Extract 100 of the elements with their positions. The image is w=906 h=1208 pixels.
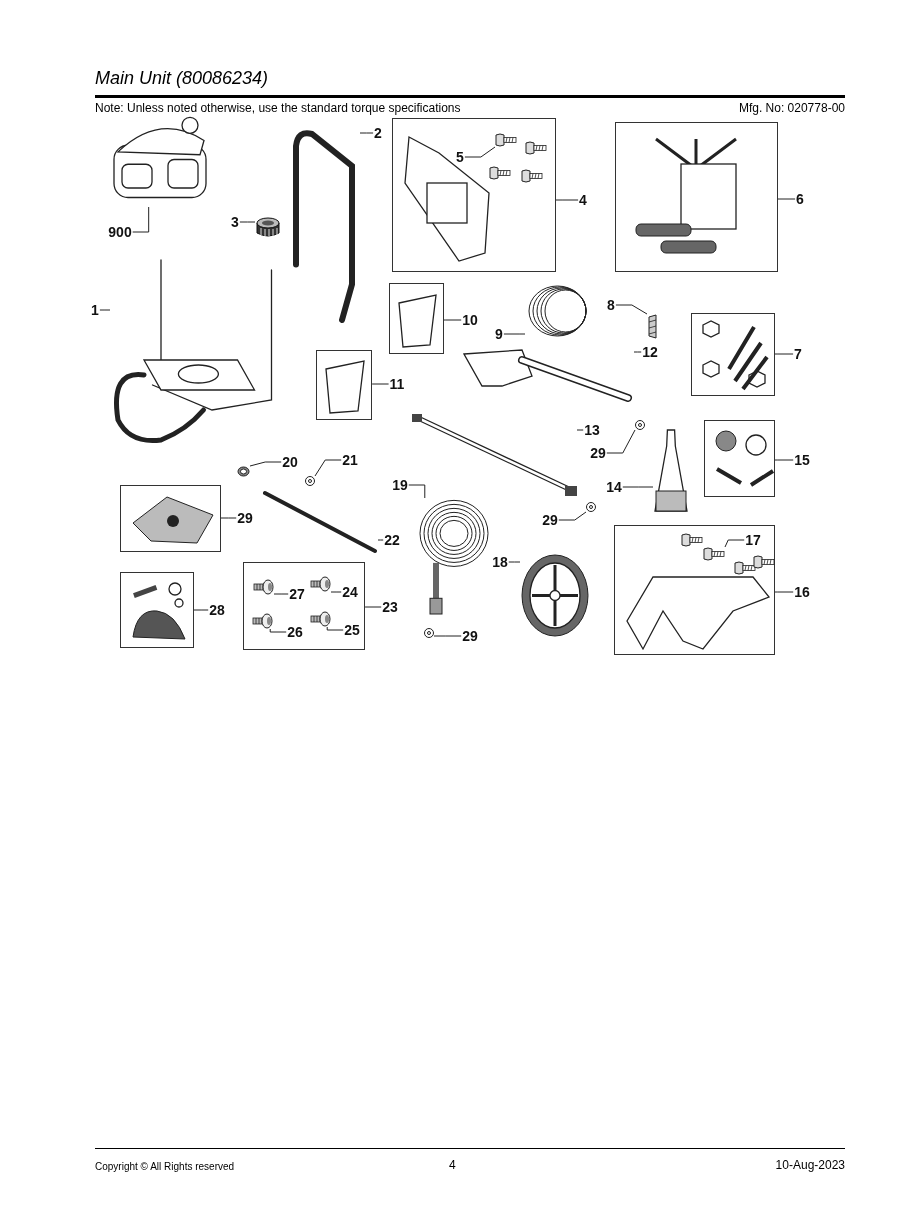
leader-line	[774, 353, 794, 355]
callout-number: 24	[342, 584, 358, 600]
callout-number: 25	[344, 622, 360, 638]
leader-line	[249, 461, 282, 467]
kit-box	[691, 313, 775, 396]
washer-drawing	[424, 628, 434, 638]
leader-line	[364, 606, 382, 608]
callout-number: 2	[374, 125, 382, 141]
leader-line	[273, 593, 289, 595]
plunger-drawing	[252, 613, 273, 629]
leader-line	[633, 351, 642, 353]
callout-number: 17	[745, 532, 761, 548]
callout-number: 12	[642, 344, 658, 360]
note-text: Note: Unless noted otherwise, use the standard torque specifications	[95, 101, 461, 115]
callout-number: 18	[492, 554, 508, 570]
leader-line	[408, 484, 426, 499]
callout-number: 29	[237, 510, 253, 526]
kit-box	[120, 572, 194, 648]
screw-drawing	[703, 547, 725, 561]
kit-box	[389, 283, 444, 354]
o-ring-drawing	[237, 466, 250, 477]
washer-drawing	[586, 502, 596, 512]
callout-number: 10	[462, 312, 478, 328]
leader-line	[220, 517, 237, 519]
leader-line	[99, 309, 111, 311]
date-text: 10-Aug-2023	[775, 1158, 845, 1172]
leader-line	[503, 333, 526, 335]
page-title: Main Unit (80086234)	[95, 68, 269, 89]
pin-drawing	[647, 314, 658, 339]
screw-drawing	[495, 133, 517, 147]
kit-box	[392, 118, 556, 272]
kit-box	[120, 485, 221, 552]
nozzle-drawing	[653, 428, 689, 513]
kit-box	[615, 122, 778, 272]
callout-number: 4	[579, 192, 587, 208]
callout-number: 29	[590, 445, 606, 461]
leader-line	[464, 146, 496, 158]
leader-line	[326, 626, 344, 631]
rod-drawing	[262, 490, 378, 554]
leader-line	[314, 459, 342, 477]
leader-line	[330, 591, 342, 593]
kit-box	[704, 420, 775, 497]
callout-number: 20	[282, 454, 298, 470]
callout-number: 5	[456, 149, 464, 165]
leader-line	[239, 221, 256, 223]
callout-number: 28	[209, 602, 225, 618]
leader-line	[724, 539, 745, 548]
leader-line	[615, 304, 648, 315]
plunger-drawing	[310, 576, 331, 592]
callout-number: 29	[542, 512, 558, 528]
leader-line	[359, 132, 374, 134]
callout-number: 19	[392, 477, 408, 493]
leader-line	[774, 459, 794, 461]
copyright-text: Copyright © All Rights reserved	[95, 1161, 235, 1172]
callout-number: 15	[794, 452, 810, 468]
callout-number: 26	[287, 624, 303, 640]
callout-number: 3	[231, 214, 239, 230]
kit-box	[243, 562, 365, 650]
leader-line	[443, 319, 462, 321]
kit-box	[614, 525, 775, 655]
leader-line	[558, 511, 587, 521]
washer-drawing	[635, 420, 645, 430]
kit-box	[316, 350, 372, 420]
leader-line	[193, 609, 209, 611]
leader-line	[433, 635, 462, 637]
callout-number: 6	[796, 191, 804, 207]
callout-number: 900	[108, 224, 132, 240]
leader-line	[555, 199, 579, 201]
callout-number: 13	[584, 422, 600, 438]
leader-line	[774, 591, 794, 593]
callout-number: 11	[389, 376, 405, 392]
leader-line	[377, 539, 384, 541]
leader-line	[777, 198, 796, 200]
leader-line	[371, 383, 390, 385]
washer-drawing	[305, 476, 315, 486]
callout-number: 7	[794, 346, 802, 362]
callout-number: 21	[342, 452, 358, 468]
hose-drawing	[418, 498, 490, 616]
coil-drawing	[525, 282, 590, 340]
callout-number: 9	[495, 326, 503, 342]
leader-line	[606, 429, 636, 454]
wheel-drawing	[520, 553, 590, 638]
plunger-drawing	[310, 611, 331, 627]
leader-line	[269, 628, 287, 633]
callout-number: 1	[91, 302, 99, 318]
callout-number: 29	[462, 628, 478, 644]
callout-number: 22	[384, 532, 400, 548]
callout-number: 27	[289, 586, 305, 602]
leader-line	[508, 561, 521, 563]
leader-line	[132, 206, 150, 233]
leader-line	[576, 429, 584, 431]
cap-drawing	[255, 216, 281, 238]
page-number: 4	[449, 1158, 456, 1172]
wand-drawing	[412, 414, 577, 496]
callout-number: 8	[607, 297, 615, 313]
callout-number: 14	[606, 479, 622, 495]
callout-number: 23	[382, 599, 398, 615]
part-number-text: Mfg. No: 020778-00	[738, 101, 845, 115]
plunger-drawing	[253, 579, 274, 595]
callout-number: 16	[794, 584, 810, 600]
